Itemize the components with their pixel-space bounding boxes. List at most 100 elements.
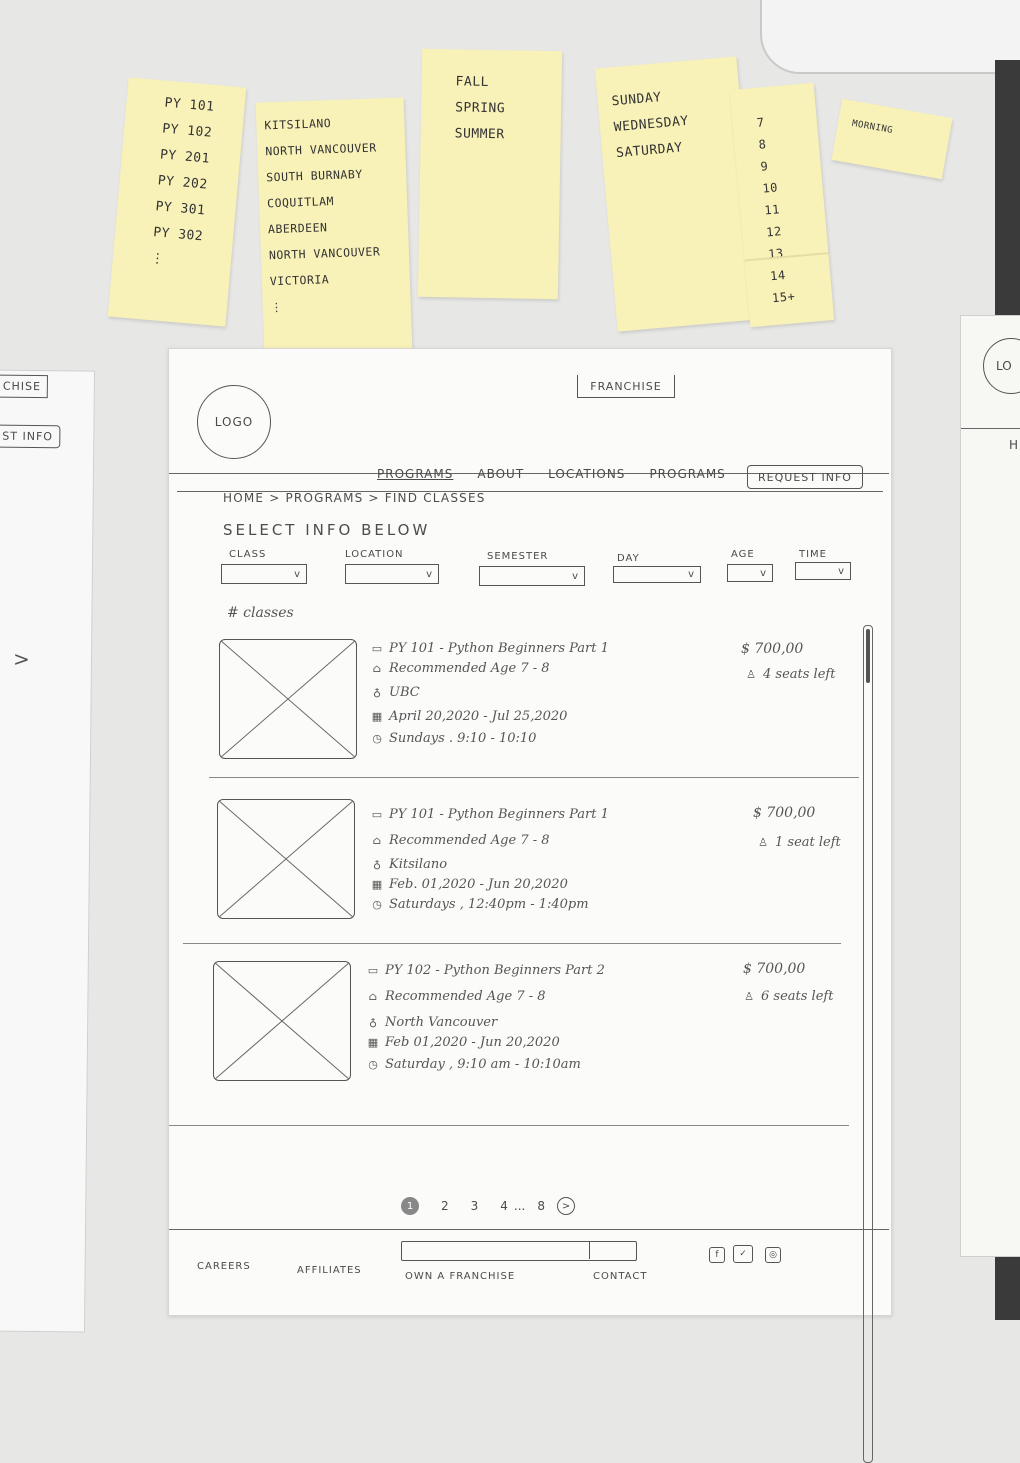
- side-request-fragment: ST INFO: [0, 424, 61, 449]
- graduation-cap-icon: ⌂: [368, 990, 378, 1003]
- scrollbar-thumb[interactable]: [866, 629, 870, 683]
- next-page-icon[interactable]: >: [557, 1197, 576, 1215]
- dates-row: ▦Feb 01,2020 - Jun 20,2020: [367, 1035, 560, 1050]
- class-title-row: ▭PY 102 - Python Beginners Part 2: [367, 963, 605, 978]
- footer-contact[interactable]: CONTACT: [593, 1271, 648, 1282]
- class-schedule: Saturdays , 12:40pm - 1:40pm: [389, 897, 589, 912]
- footer-own-franchise[interactable]: OWN A FRANCHISE: [405, 1271, 516, 1282]
- page-ellipsis: ...: [513, 1199, 526, 1213]
- age-dropdown[interactable]: v: [727, 564, 773, 582]
- chevron-down-icon: v: [572, 570, 578, 582]
- chevron-down-icon: v: [688, 569, 694, 580]
- graduation-cap-icon: ⌂: [372, 662, 382, 675]
- location-dropdown[interactable]: v: [345, 564, 439, 584]
- side-logo-fragment: LO: [983, 338, 1020, 394]
- page-title: SELECT INFO BELOW: [223, 521, 431, 539]
- nav-locations[interactable]: LOCATIONS: [548, 467, 626, 481]
- laptop-corner: [760, 0, 1020, 74]
- time-dropdown[interactable]: v: [795, 562, 851, 580]
- footer-affiliates[interactable]: AFFILIATES: [297, 1265, 362, 1276]
- filter-age: AGE v: [727, 549, 773, 582]
- results-scrollbar[interactable]: [863, 625, 873, 1463]
- filter-class: CLASS v: [221, 549, 307, 584]
- seats-left: 6 seats left: [761, 989, 834, 1004]
- book-icon: ▭: [371, 642, 383, 655]
- page-link[interactable]: 3: [470, 1199, 479, 1213]
- left-wireframe-sheet: CHISE ST INFO >: [0, 369, 96, 1333]
- filter-label: TIME: [799, 549, 828, 560]
- seats-row: ♙ 1 seat left: [757, 835, 841, 850]
- class-price: $ 700,00: [753, 805, 816, 821]
- class-location: North Vancouver: [385, 1015, 498, 1030]
- dates-row: ▦ Feb. 01,2020 - Jun 20,2020: [371, 877, 568, 892]
- instagram-icon[interactable]: ◎: [765, 1247, 781, 1263]
- class-card[interactable]: ▭PY 102 - Python Beginners Part 2 ⌂ Recom…: [213, 961, 833, 1081]
- page-link[interactable]: 8: [537, 1199, 546, 1213]
- footer-careers[interactable]: CAREERS: [197, 1261, 251, 1272]
- class-title[interactable]: PY 101 - Python Beginners Part 1: [389, 807, 609, 822]
- filter-label: DAY: [617, 553, 640, 564]
- newsletter-submit-button[interactable]: [589, 1241, 636, 1259]
- side-arrow-icon: >: [12, 646, 30, 671]
- request-info-button[interactable]: REQUEST INFO: [747, 465, 863, 489]
- seats-left: 1 seat left: [775, 835, 841, 850]
- sticky-class-item: ⋮: [150, 250, 166, 268]
- seats-left: 4 seats left: [763, 667, 836, 682]
- nav-underline: [177, 491, 883, 492]
- person-icon: ♙: [758, 836, 768, 849]
- age-row: ⌂Recommended Age 7 - 8: [371, 661, 550, 676]
- schedule-row: ◷Sundays . 9:10 - 10:10: [371, 731, 536, 746]
- dates-row: ▦April 20,2020 - Jul 25,2020: [371, 709, 568, 724]
- sticky-semester-item: FALL: [455, 74, 490, 90]
- clock-icon: ◷: [372, 898, 382, 911]
- breadcrumb[interactable]: HOME > PROGRAMS > FIND CLASSES: [223, 491, 486, 505]
- class-schedule: Sundays . 9:10 - 10:10: [389, 731, 537, 746]
- sticky-age-item: 15+: [771, 289, 796, 306]
- semester-dropdown[interactable]: v: [479, 566, 585, 586]
- class-location: UBC: [389, 685, 420, 700]
- nav-about[interactable]: ABOUT: [477, 467, 525, 481]
- image-placeholder: [219, 639, 357, 759]
- class-dates: Feb. 01,2020 - Jun 20,2020: [389, 877, 568, 892]
- chevron-down-icon: v: [426, 568, 432, 580]
- filter-label: AGE: [731, 549, 755, 560]
- image-placeholder: [217, 799, 355, 919]
- main-nav: PROGRAMS ABOUT LOCATIONS PROGRAMS: [377, 467, 726, 481]
- pagination: 1 2 3 4 ... 8 >: [401, 1197, 576, 1215]
- twitter-icon[interactable]: ✓: [733, 1245, 753, 1263]
- class-price: $ 700,00: [743, 961, 806, 977]
- clock-icon: ◷: [368, 1058, 378, 1071]
- recommended-age: Recommended Age 7 - 8: [385, 989, 546, 1004]
- logo[interactable]: LOGO: [197, 385, 271, 459]
- class-price: $ 700,00: [741, 641, 804, 657]
- class-card[interactable]: ▭ PY 101 - Python Beginners Part 1 ⌂Recom…: [217, 799, 841, 919]
- page-link[interactable]: 4: [500, 1199, 508, 1213]
- nav-programs-2[interactable]: PROGRAMS: [649, 467, 726, 481]
- calendar-icon: ▦: [371, 878, 383, 891]
- day-dropdown[interactable]: v: [613, 566, 701, 583]
- footer-divider: [169, 1229, 889, 1230]
- calendar-icon: ▦: [371, 710, 383, 723]
- filter-label: SEMESTER: [487, 551, 549, 562]
- newsletter-input[interactable]: [401, 1241, 637, 1261]
- sticky-note-time: MORNING: [831, 98, 953, 180]
- class-title[interactable]: PY 102 - Python Beginners Part 2: [385, 963, 605, 978]
- class-dropdown[interactable]: v: [221, 564, 307, 584]
- schedule-row: ◷ Saturdays , 12:40pm - 1:40pm: [371, 897, 589, 912]
- class-card[interactable]: ▭ PY 101 - Python Beginners Part 1 ⌂Recom…: [219, 639, 835, 759]
- chevron-down-icon: v: [760, 567, 766, 579]
- age-row: ⌂Recommended Age 7 - 8: [371, 833, 550, 848]
- franchise-tab[interactable]: FRANCHISE: [577, 375, 675, 398]
- location-pin-icon: ♁: [368, 1016, 378, 1029]
- class-title[interactable]: PY 101 - Python Beginners Part 1: [389, 641, 609, 656]
- book-icon: ▭: [371, 808, 383, 821]
- page-current[interactable]: 1: [401, 1197, 419, 1215]
- page-link[interactable]: 2: [441, 1199, 449, 1213]
- recommended-age: Recommended Age 7 - 8: [389, 833, 550, 848]
- location-row: ♁UBC: [371, 685, 420, 700]
- nav-programs[interactable]: PROGRAMS: [377, 467, 454, 481]
- card-divider: [209, 777, 859, 778]
- facebook-icon[interactable]: f: [709, 1247, 725, 1263]
- chevron-down-icon: v: [838, 565, 844, 577]
- class-dates: Feb 01,2020 - Jun 20,2020: [385, 1035, 560, 1050]
